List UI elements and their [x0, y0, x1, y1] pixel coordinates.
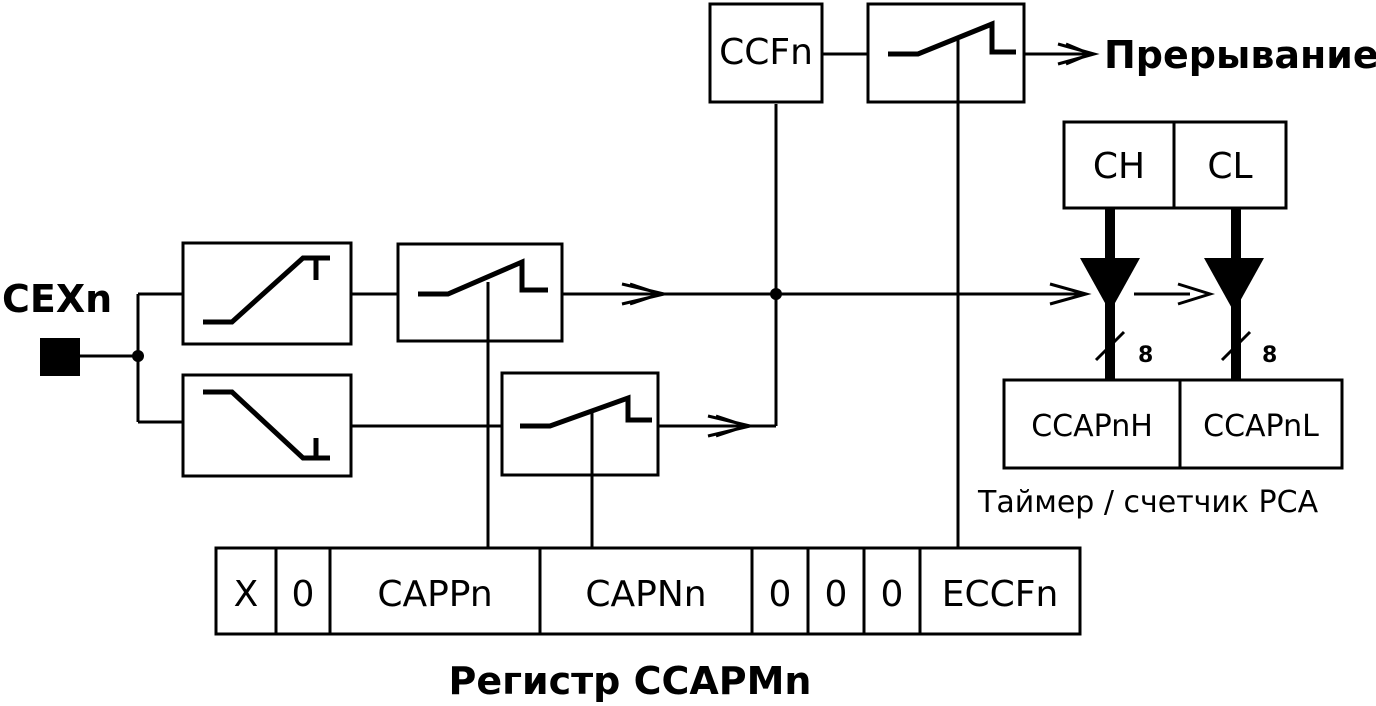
cexn-pin: [40, 338, 80, 376]
reg-bit-1: 0: [881, 574, 904, 615]
register-title: Регистр CCAPMn: [449, 659, 812, 703]
pca-timer: CH CL: [1062, 120, 1288, 210]
reg-bit-6: 0: [292, 574, 315, 615]
timer-cl-label: CL: [1207, 146, 1252, 187]
ccapnl-label: CCAPnL: [1203, 409, 1319, 444]
capture-junction: [770, 288, 782, 300]
arrow-interrupt: [1057, 42, 1100, 66]
arrow-capn: [707, 414, 751, 438]
buffer-low: [1204, 258, 1264, 312]
ccapmn-register: X 0 CAPPn CAPNn 0 0 0 ECCFn: [214, 546, 1082, 636]
arrow-capp: [621, 282, 665, 306]
bus-width-low: 8: [1262, 343, 1277, 368]
capture-registers: CCAPnH CCAPnL: [1002, 378, 1344, 470]
capn-gate: [500, 371, 660, 548]
ccfn-label: CCFn: [719, 32, 813, 73]
reg-bit-capn: CAPNn: [585, 574, 706, 615]
ccfn-flag-box: CCFn: [708, 2, 824, 104]
ccapnh-label: CCAPnH: [1031, 409, 1153, 444]
capp-gate: [396, 242, 564, 548]
bus-width-high: 8: [1138, 343, 1153, 368]
reg-bit-3: 0: [769, 574, 792, 615]
interrupt-label: Прерывание: [1104, 33, 1376, 77]
input-junction: [132, 350, 144, 362]
buffer-high: [1080, 258, 1140, 312]
reg-bit-2: 0: [825, 574, 848, 615]
reg-bit-7: X: [234, 574, 259, 615]
reg-bit-capp: CAPPn: [377, 574, 492, 615]
timer-caption: Таймер / счетчик PCA: [977, 485, 1319, 520]
rising-edge-detector: [181, 241, 353, 346]
cexn-label: CEXn: [2, 277, 112, 321]
interrupt-gate: [866, 2, 1026, 548]
reg-bit-eccf: ECCFn: [942, 574, 1059, 615]
timer-ch-label: CH: [1093, 146, 1145, 187]
falling-edge-detector: [181, 373, 353, 478]
